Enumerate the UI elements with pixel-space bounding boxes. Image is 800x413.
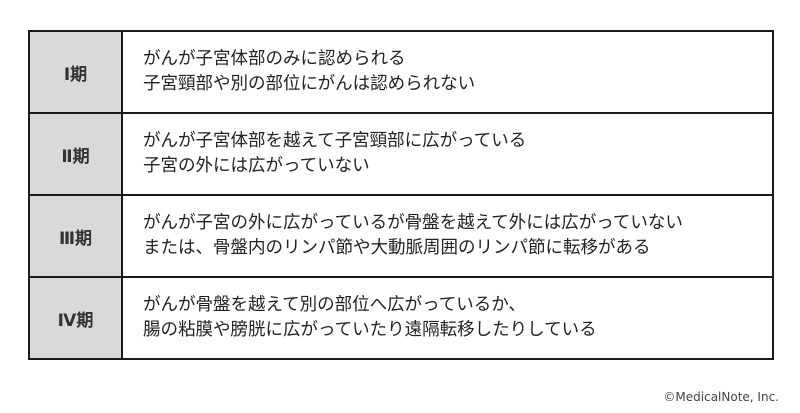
stage-label: Ⅱ期 — [30, 114, 123, 194]
table-row-stage-3: Ⅲ期 がんが子宮の外に広がっているが骨盤を越えて外には広がっていない または、骨… — [30, 196, 772, 278]
description-line: がんが子宮体部を越えて子宮頸部に広がっている — [143, 131, 527, 151]
copyright-notice: ©MedicalNote, Inc. — [663, 390, 779, 404]
stage-label: Ⅳ期 — [30, 278, 123, 358]
description-line: がんが子宮体部のみに認められる — [143, 49, 406, 69]
description-line: がんが子宮の外に広がっているが骨盤を越えて外には広がっていない — [143, 213, 683, 233]
description-line: 子宮の外には広がっていない — [143, 156, 370, 176]
description-line: 子宮頸部や別の部位にがんは認められない — [143, 74, 476, 94]
stage-description: がんが子宮の外に広がっているが骨盤を越えて外には広がっていない または、骨盤内の… — [123, 196, 772, 276]
description-line: または、骨盤内のリンパ節や大動脈周囲のリンパ節に転移がある — [143, 238, 651, 258]
table-row-stage-1: Ⅰ期 がんが子宮体部のみに認められる 子宮頸部や別の部位にがんは認められない — [30, 32, 772, 114]
stage-label: Ⅲ期 — [30, 196, 123, 276]
stage-table: Ⅰ期 がんが子宮体部のみに認められる 子宮頸部や別の部位にがんは認められない Ⅱ… — [28, 30, 774, 360]
table-row-stage-4: Ⅳ期 がんが骨盤を越えて別の部位へ広がっているか、 腸の粘膜や膀胱に広がっていた… — [30, 278, 772, 358]
stage-description: がんが子宮体部を越えて子宮頸部に広がっている 子宮の外には広がっていない — [123, 114, 772, 194]
table-row-stage-2: Ⅱ期 がんが子宮体部を越えて子宮頸部に広がっている 子宮の外には広がっていない — [30, 114, 772, 196]
description-line: 腸の粘膜や膀胱に広がっていたり遠隔転移したりしている — [143, 320, 597, 340]
stage-description: がんが子宮体部のみに認められる 子宮頸部や別の部位にがんは認められない — [123, 32, 772, 112]
description-line: がんが骨盤を越えて別の部位へ広がっているか、 — [143, 295, 526, 315]
stage-description: がんが骨盤を越えて別の部位へ広がっているか、 腸の粘膜や膀胱に広がっていたり遠隔… — [123, 278, 772, 358]
stage-label: Ⅰ期 — [30, 32, 123, 112]
